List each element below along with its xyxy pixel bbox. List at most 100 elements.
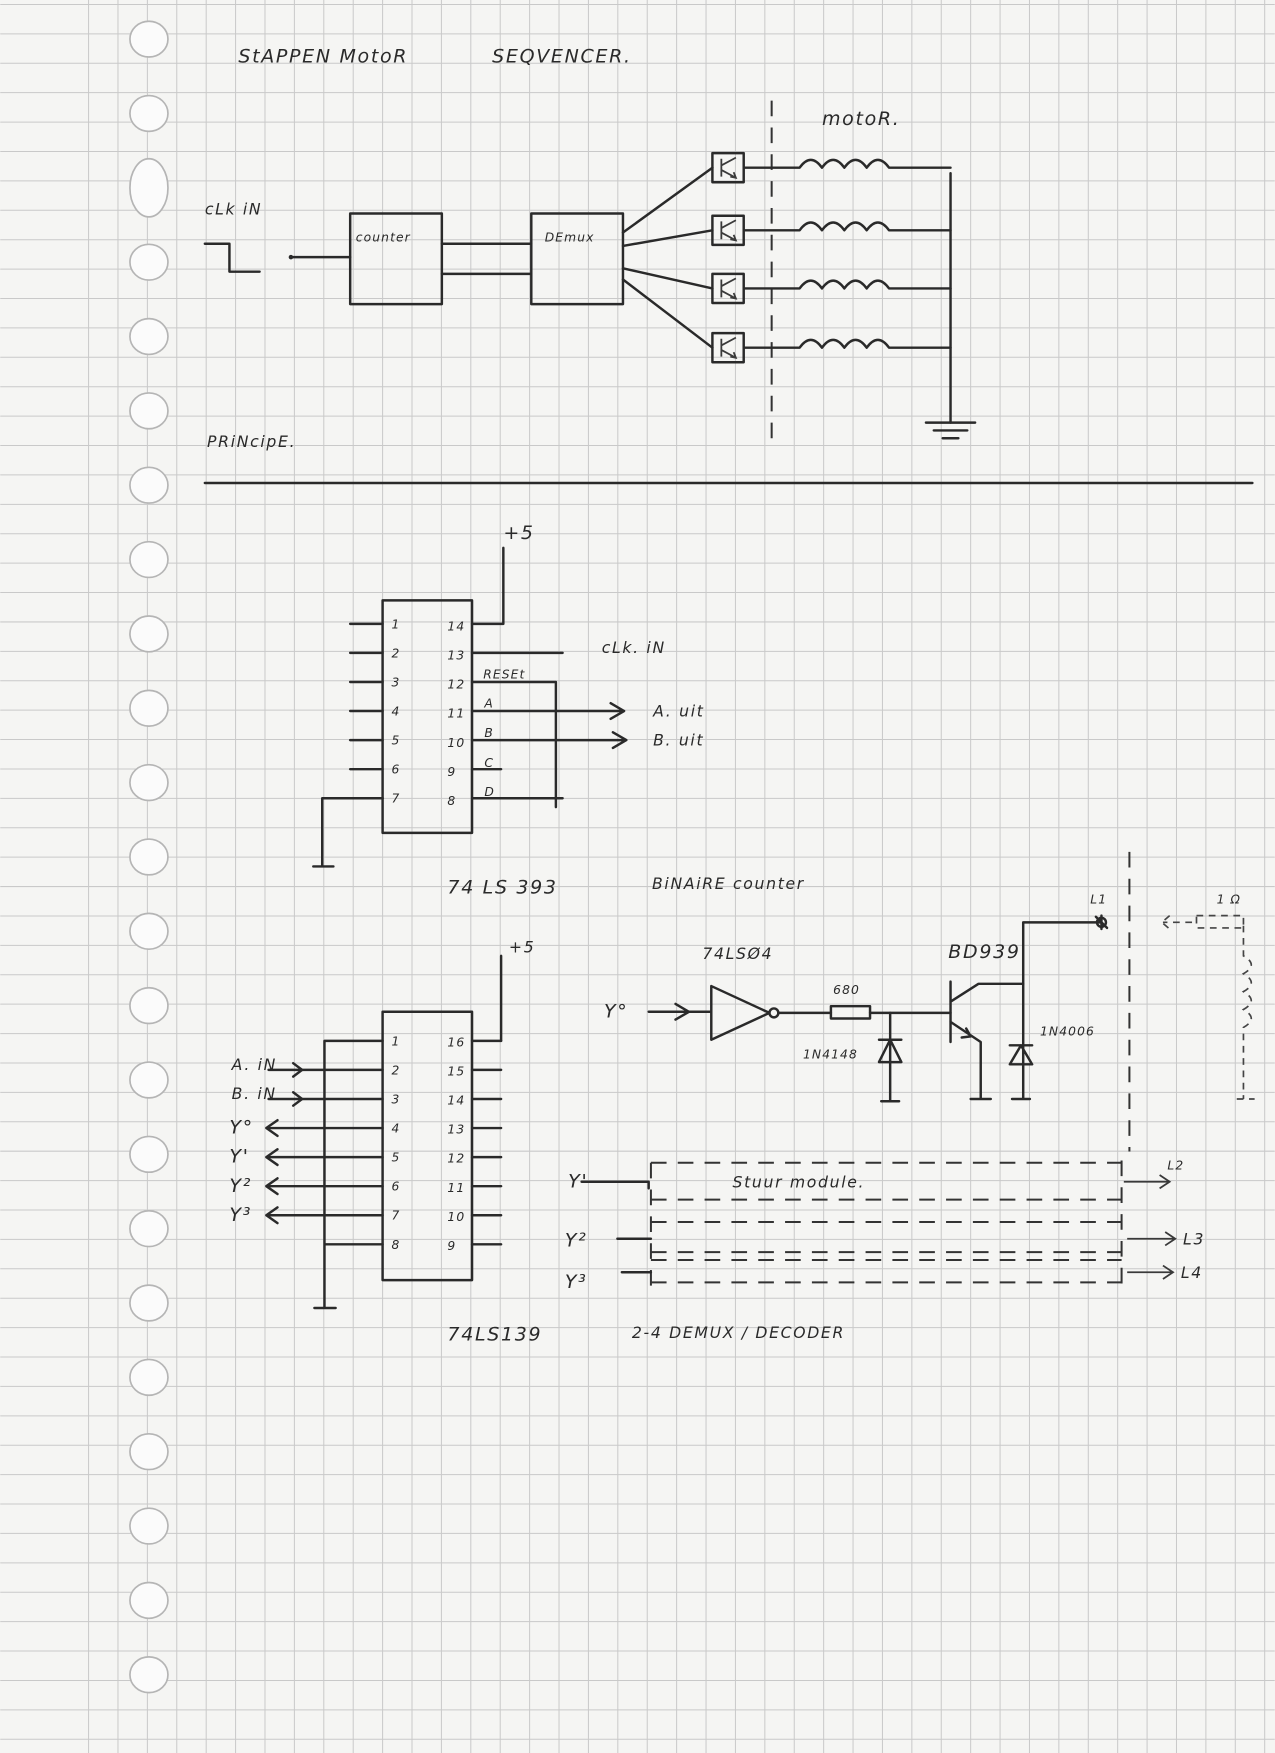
binder-hole (129, 1507, 169, 1545)
l4-label: L4 (1181, 1263, 1203, 1282)
title-part2: SEQVENCER. (492, 46, 632, 68)
terminal-l1 (1095, 916, 1108, 929)
demux-decoder-label: 2-4 DEMUX / DECODER (632, 1323, 845, 1342)
transistor-glyph (720, 219, 738, 242)
binder-hole (129, 157, 169, 218)
pin-number: 9 (447, 1239, 456, 1253)
binder-hole (129, 1061, 169, 1099)
y3-input-label: Y³ (565, 1271, 588, 1293)
pin-number: 14 (447, 1094, 465, 1108)
y2-input-label: Y² (565, 1230, 588, 1252)
transistor-switch-icon (711, 151, 745, 184)
motor-coil (742, 279, 952, 290)
demux-output-wire (621, 166, 714, 234)
demux-output-wire (621, 229, 714, 248)
diode1-label: 1N4148 (803, 1048, 858, 1062)
l2-label: L2 (1167, 1158, 1184, 1172)
pin-number: 13 (447, 649, 465, 663)
binder-hole (129, 1432, 169, 1471)
pin-number: 15 (447, 1065, 465, 1079)
binder-hole (129, 317, 169, 356)
transistor-symbol (949, 980, 1025, 1101)
resistor-label: 680 (833, 983, 860, 997)
y0-input-label: Y° (604, 1000, 628, 1022)
load-resistor-label: 1 Ω (1217, 892, 1241, 906)
diode-1n4148-symbol (877, 1011, 903, 1103)
output-label: Y' (229, 1146, 249, 1168)
input-arrow-icon (291, 1061, 304, 1078)
pin-number: 6 (392, 763, 401, 777)
load-arrow (1160, 914, 1193, 930)
transistor-label: BD939 (948, 941, 1020, 963)
b-signal-label: B (484, 726, 494, 740)
control-module: Stuur module. Y' Y² Y³ L2 L3 L4 (565, 1158, 1204, 1293)
pin-number: 4 (392, 1122, 401, 1136)
pin-number: 6 (392, 1180, 401, 1194)
part-label-393: 74 LS 393 (447, 876, 557, 898)
terminal-l1-label: L1 (1090, 892, 1107, 906)
demux-label: DEmux (545, 230, 595, 244)
input-arrow (647, 1002, 713, 1021)
pin-number: 10 (447, 1210, 465, 1224)
d-signal-label: D (484, 785, 495, 799)
pin-number: 12 (447, 1152, 465, 1166)
demux-output-wire (621, 267, 714, 290)
inverter-label: 74LSØ4 (702, 944, 773, 963)
counter-block (348, 212, 444, 306)
clk-in-label: cLk. iN (602, 638, 666, 657)
reset-wire (470, 680, 564, 809)
l4-arrow (1127, 1264, 1175, 1280)
supply-label: +5 (503, 522, 534, 544)
module-outline (649, 1160, 1123, 1286)
pin-number: 5 (392, 1151, 401, 1165)
pin-number: 13 (447, 1123, 465, 1137)
pin-number: 7 (392, 792, 401, 806)
output-b-arrow (470, 731, 628, 750)
pin-number: 8 (392, 1238, 401, 1252)
supply-label: +5 (509, 938, 535, 957)
output-a-arrow (470, 701, 626, 721)
pin-number: 16 (447, 1035, 465, 1049)
pin-number: 4 (392, 705, 401, 719)
resistor-symbol (829, 1004, 872, 1020)
binder-holes (129, 20, 169, 1694)
pin-number: 5 (392, 734, 401, 748)
clock-waveform (203, 242, 261, 273)
reset-signal-label: RESEt (483, 668, 525, 682)
l2-arrow (1123, 1174, 1172, 1190)
output-label: Y² (229, 1175, 252, 1197)
chip-393-body (381, 599, 474, 835)
demux-output-wire (621, 278, 714, 349)
binder-hole (129, 615, 169, 653)
output-arrow-icon (265, 1177, 279, 1196)
c-signal-label: C (484, 756, 494, 770)
y2-y3-wires (616, 1237, 653, 1274)
ground-icon (924, 421, 977, 440)
transistor-glyph (720, 156, 738, 179)
load-coil (1236, 925, 1255, 1100)
pin-number: 11 (447, 707, 465, 721)
part-label-139: 74LS139 (447, 1323, 542, 1345)
pin-number: 8 (447, 794, 456, 808)
module-label: Stuur module. (733, 1172, 866, 1191)
binder-hole (129, 1656, 169, 1694)
a-out-label: A. uit (652, 702, 704, 721)
counter-label: counter (356, 230, 411, 244)
binder-hole (129, 763, 169, 802)
transistor-switch-icon (711, 331, 745, 364)
binder-hole (129, 912, 169, 951)
principle-diagram: motoR. cLk iN counter DEmux PRiNcipE. (203, 100, 977, 451)
y1-input-label: Y' (568, 1170, 588, 1192)
binder-hole (129, 986, 169, 1025)
binder-hole (129, 392, 169, 430)
motor-label: motoR. (822, 108, 901, 130)
binder-hole (129, 1135, 169, 1174)
pin-number: 14 (447, 620, 465, 634)
binder-hole (129, 20, 169, 58)
ground-icon (312, 797, 384, 868)
